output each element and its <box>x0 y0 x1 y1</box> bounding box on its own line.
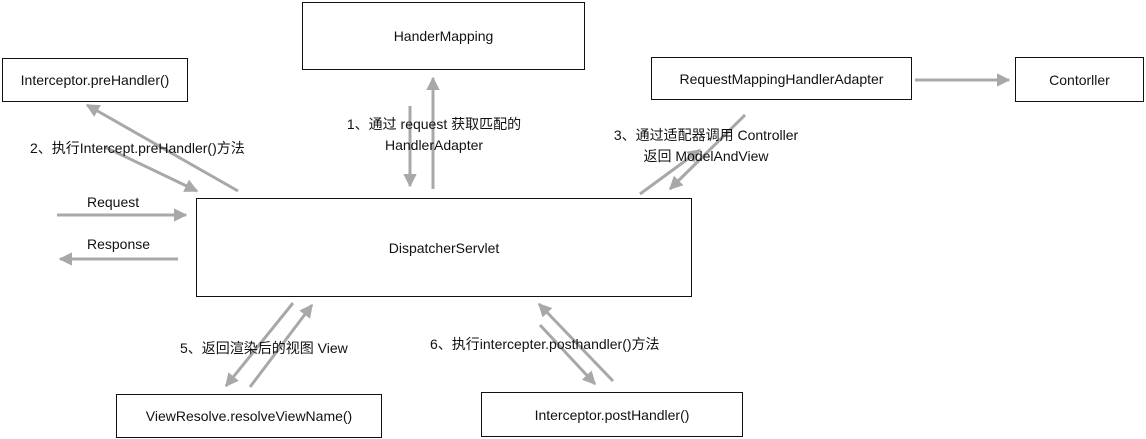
step5-label: 5、返回渲染后的视图 View <box>180 340 348 356</box>
view-resolver-label: ViewResolve.resolveViewName() <box>145 408 353 424</box>
response-label: Response <box>87 236 151 252</box>
step6-label: 6、执行intercepter.posthandler()方法 <box>430 336 660 352</box>
step3-label: 3、通过适配器调用 Controller 返回 ModelAndView <box>586 125 826 167</box>
request-label: Request <box>87 194 140 210</box>
controller-box: Contorller <box>1015 57 1144 102</box>
dispatcher-servlet-label: DispatcherServlet <box>388 239 500 256</box>
step2-label: 2、执行Intercept.preHandler()方法 <box>30 140 245 156</box>
interceptor-posthandler-box: Interceptor.postHandler() <box>481 392 743 437</box>
arrow-dispatcher-to-prehandler <box>85 103 239 193</box>
interceptor-prehandler-label: Interceptor.preHandler() <box>20 72 170 88</box>
arrow-posthandler-to-dispatcher <box>537 302 615 383</box>
view-resolver-box: ViewResolve.resolveViewName() <box>116 394 382 438</box>
arrow-dispatcher-to-viewresolver <box>224 302 295 388</box>
adapter-label: RequestMappingHandlerAdapter <box>679 70 884 87</box>
arrow-viewresolver-to-dispatcher <box>248 303 314 388</box>
arrow-adapter-to-dispatcher <box>668 113 747 191</box>
handler-mapping-box: HanderMapping <box>302 2 585 70</box>
interceptor-prehandler-box: Interceptor.preHandler() <box>2 58 188 102</box>
interceptor-posthandler-label: Interceptor.postHandler() <box>534 406 690 423</box>
controller-label: Contorller <box>1049 71 1110 88</box>
step1-label: 1、通过 request 获取匹配的 HandlerAdapter <box>318 114 550 156</box>
step1-line2: HandlerAdapter <box>384 137 484 153</box>
dispatcher-servlet-box: DispatcherServlet <box>196 198 692 297</box>
step3-line1: 3、通过适配器调用 Controller <box>613 127 799 143</box>
handler-mapping-label: HanderMapping <box>393 28 494 44</box>
arrow-prehandler-to-dispatcher <box>104 145 199 193</box>
arrow-dispatcher-to-adapter <box>639 148 702 196</box>
step1-line1: 1、通过 request 获取匹配的 <box>346 116 522 132</box>
step3-line2: 返回 ModelAndView <box>643 148 769 164</box>
arrow-dispatcher-to-posthandler <box>538 323 597 386</box>
adapter-box: RequestMappingHandlerAdapter <box>651 57 912 100</box>
